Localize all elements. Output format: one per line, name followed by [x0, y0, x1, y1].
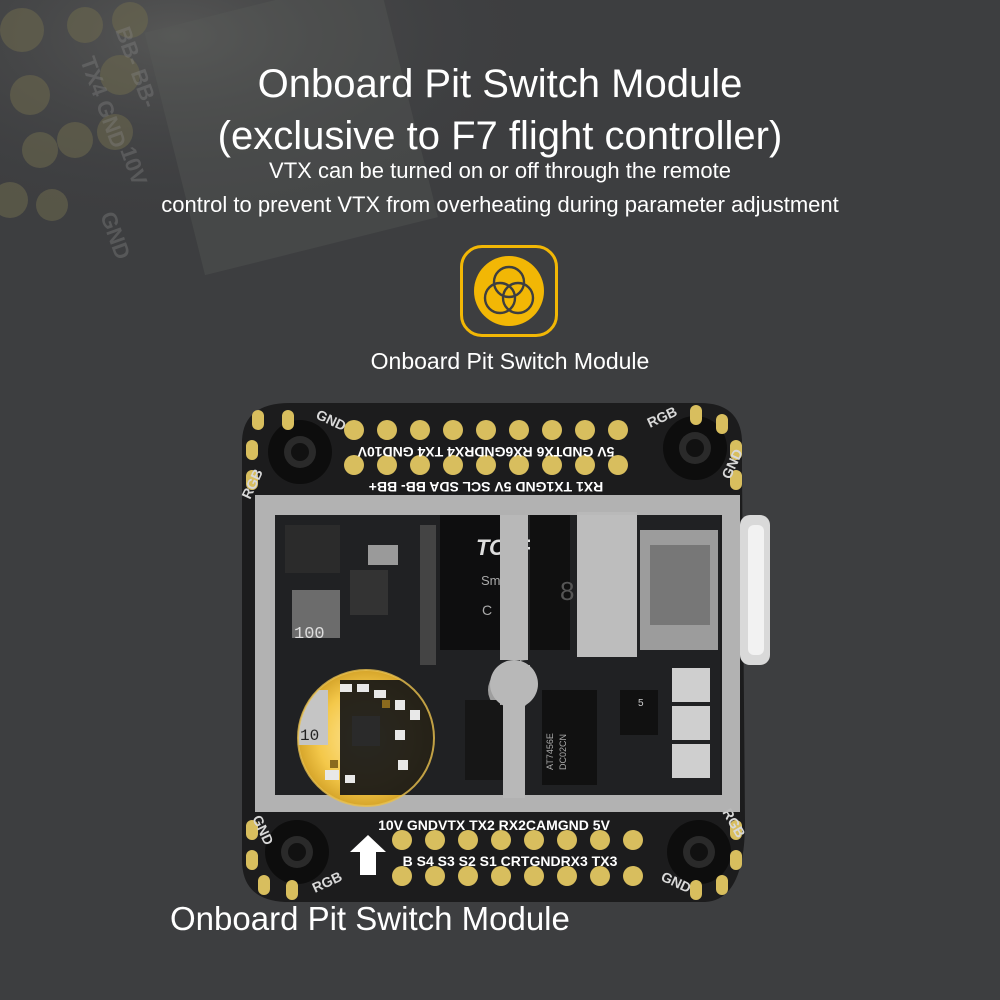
silk-bottom-inner: 10V GNDVTX TX2 RX2CAMGND 5V — [378, 817, 610, 833]
arrow-up-icon — [350, 835, 386, 875]
svg-text:10: 10 — [300, 727, 319, 745]
mounting-holes — [265, 416, 731, 884]
silk-top-outer: 5V GNDTX6 RX6GNDRX4 TX4 GND10V — [357, 444, 614, 460]
silk-top-inner: RX1 TX1GND 5V SCL SDA BB- BB+ — [369, 479, 604, 495]
heading-line-2: (exclusive to F7 flight controller) — [217, 114, 783, 158]
silk-bottom-outer: B S4 S3 S2 S1 CRTGNDRX3 TX3 — [403, 853, 618, 869]
description-line-1: VTX can be turned on or off through the … — [269, 158, 731, 183]
chip-marking: AT7456E — [545, 733, 555, 770]
heading-line-1: Onboard Pit Switch Module — [257, 62, 743, 106]
label-digit: 8 — [560, 576, 574, 606]
chip-marking-2: DC02CN — [558, 734, 568, 770]
inductor-label: 100 — [294, 625, 325, 644]
pit-switch-zoom: 10 — [298, 670, 434, 806]
label-c: C — [482, 602, 492, 618]
label-5: 5 — [638, 698, 644, 709]
solder-pads — [246, 405, 742, 900]
callout-label: Onboard Pit Switch Module — [170, 900, 570, 937]
label-sm: Sm — [481, 573, 501, 588]
description-line-2: control to prevent VTX from overheating … — [161, 192, 839, 217]
feature-icon-label: Onboard Pit Switch Module — [370, 348, 650, 374]
feature-icon-box — [460, 245, 558, 337]
three-circles-venn-icon — [474, 256, 544, 326]
